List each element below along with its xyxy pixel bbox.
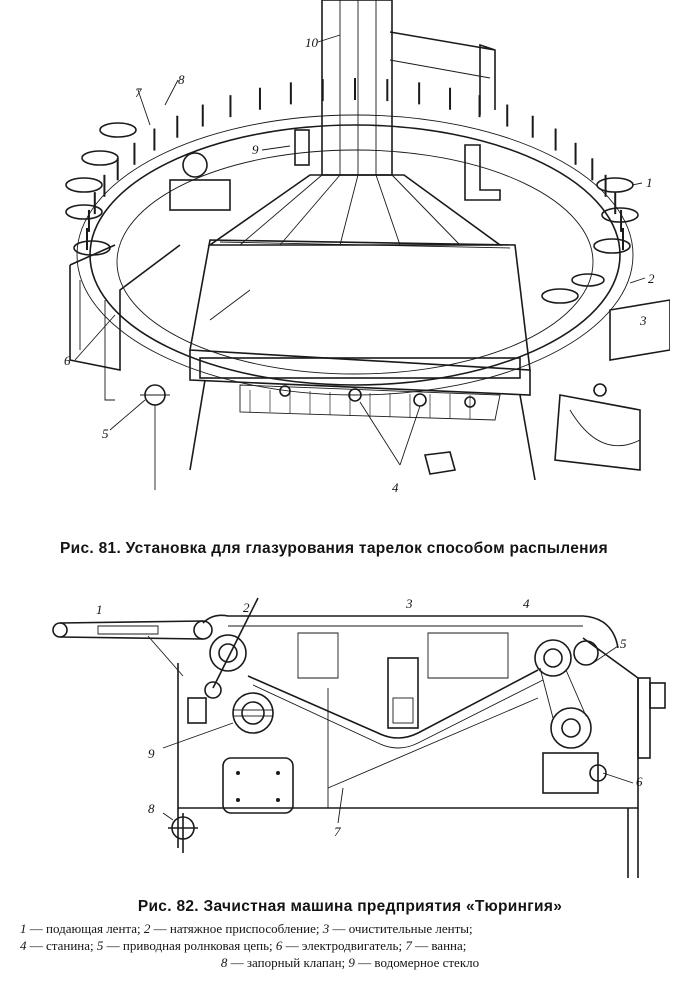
ring-mechanisms [169,129,501,211]
legend-num: 1 [20,921,27,936]
carousel-ring [76,114,634,396]
fig82-label-9: 9 [148,746,155,761]
legend-text: — водомерное стекло [354,955,480,970]
tensioner [204,597,259,699]
legend-text: — станина; [26,938,97,953]
legend-line-1: 1 — подающая лента; 2 — натяжное приспос… [20,920,685,937]
figure-82-title: Зачистная машина предприятия «Тюрингия» [203,898,563,915]
legend-line-3: 8 — запорный клапан; 9 — водомерное стек… [0,954,700,971]
legend-text: — подающая лента; [26,921,144,936]
fig82-label-6: 6 [636,774,643,789]
legend-text: — запорный клапан; [227,955,349,970]
legend-num: 2 [143,921,151,936]
figure-81-caption: Рис. 81. Установка для глазурования таре… [60,540,700,558]
figure-81-number: Рис. 81. [60,540,122,557]
right-tank [554,299,670,471]
fig81-label-1: 1 [646,175,653,190]
legend-num: 4 [20,938,27,953]
fig82-label-1: 1 [96,602,103,617]
water-gauge [162,692,274,749]
legend-text: — приводная ролнковая цепь; [103,938,276,953]
legend-text: — ванна; [411,938,467,953]
spray-booth [189,239,536,481]
fig81-label-10: 10 [305,35,319,50]
feed-belt [52,620,213,677]
fig81-label-3: 3 [639,313,647,328]
tank [327,697,539,824]
fig81-label-6: 6 [64,353,71,368]
legend-text: — натяжное приспособление; [150,921,323,936]
electric-motor [542,677,666,794]
legend-num: 5 [96,938,104,953]
legend-num: 8 [220,955,228,970]
back-frame [389,31,496,115]
cleaning-belts [202,614,619,749]
drive-chain [534,639,619,749]
figure-82-caption: Рис. 82. Зачистная машина предприятия «Т… [0,898,700,916]
fig82-label-4: 4 [523,596,530,611]
shutoff-valve [162,812,198,853]
machine-frame [177,632,639,878]
figure-82-drawing: 1 2 3 4 5 6 7 8 9 [52,596,666,878]
legend-num: 3 [322,921,330,936]
legend-num: 9 [348,955,355,970]
fig81-label-4: 4 [392,480,399,495]
fig82-label-7: 7 [334,824,341,839]
legend-text: — электродвигатель; [282,938,406,953]
fig81-label-7: 7 [135,85,142,100]
fig82-label-8: 8 [148,801,155,816]
legend-text: — очистительные ленты; [329,921,473,936]
fig81-label-2: 2 [648,271,655,286]
figure-82-number: Рис. 82. [137,898,199,915]
fig81-label-9: 9 [252,142,259,157]
fig82-label-2: 2 [243,600,250,615]
fig81-label-5: 5 [102,426,109,441]
fig81-label-8: 8 [178,72,185,87]
legend-num: 7 [405,938,412,953]
legend-line-2: 4 — станина; 5 — приводная ролнковая цеп… [20,937,685,954]
figure-81-title: Установка для глазурования тарелок спосо… [125,540,608,557]
inspection-panel [222,757,294,814]
exhaust-chimney [207,0,503,246]
figure-81-drawing: 10 8 7 9 1 2 3 6 5 4 [64,0,670,495]
legend-num: 6 [275,938,283,953]
fig82-label-5: 5 [620,636,627,651]
fig82-label-3: 3 [405,596,413,611]
leader-lines [74,34,646,466]
left-enclosure [69,244,181,490]
spindles [86,78,624,250]
